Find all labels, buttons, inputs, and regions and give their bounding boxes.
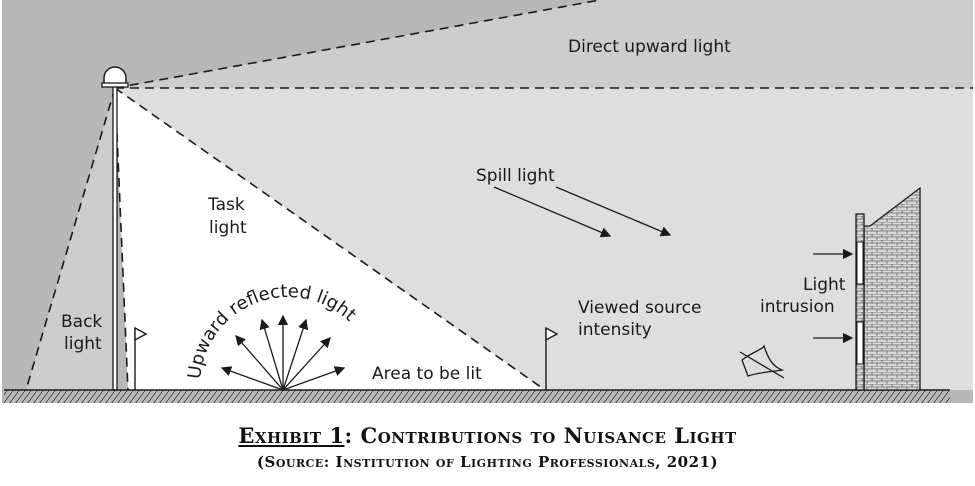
direct-upward-light-zone — [115, 0, 973, 88]
light-boundaries — [25, 0, 973, 391]
exhibit-title-text: : Contributions to Nuisance Light — [344, 423, 737, 448]
exhibit-title: Exhibit 1: Contributions to Nuisance Lig… — [0, 423, 975, 448]
label-spill-light: Spill light — [476, 166, 555, 186]
ground-hatching — [4, 390, 950, 403]
label-light-intrusion-1: Light — [803, 275, 846, 295]
reflected-light-arrows — [220, 314, 346, 391]
nuisance-light-diagram: Direct upward light Spill light Task lig… — [2, 0, 973, 403]
label-back-light-1: Back — [61, 312, 102, 332]
label-direct-upward-light: Direct upward light — [568, 37, 731, 57]
label-back-light-2: light — [64, 334, 102, 354]
building — [855, 186, 921, 391]
spill-light-zone — [115, 88, 973, 390]
window-upper — [856, 241, 864, 285]
label-task-light-2: light — [209, 218, 247, 238]
light-intrusion-arrows — [813, 248, 854, 344]
label-task-light-1: Task — [207, 195, 245, 215]
label-viewed-source-1: Viewed source — [578, 298, 701, 318]
label-light-intrusion-2: intrusion — [760, 297, 835, 317]
label-area-to-be-lit: Area to be lit — [372, 364, 482, 384]
spill-light-arrows — [493, 186, 672, 238]
label-viewed-source-2: intensity — [578, 320, 652, 340]
viewer-eye-icon — [739, 344, 785, 379]
observer-flag-left — [134, 326, 148, 390]
exhibit-source: (Source: Institution of Lighting Profess… — [256, 453, 719, 471]
exhibit-number: Exhibit 1 — [238, 423, 345, 448]
window-lower — [856, 321, 864, 365]
observer-flag-right — [545, 326, 559, 390]
